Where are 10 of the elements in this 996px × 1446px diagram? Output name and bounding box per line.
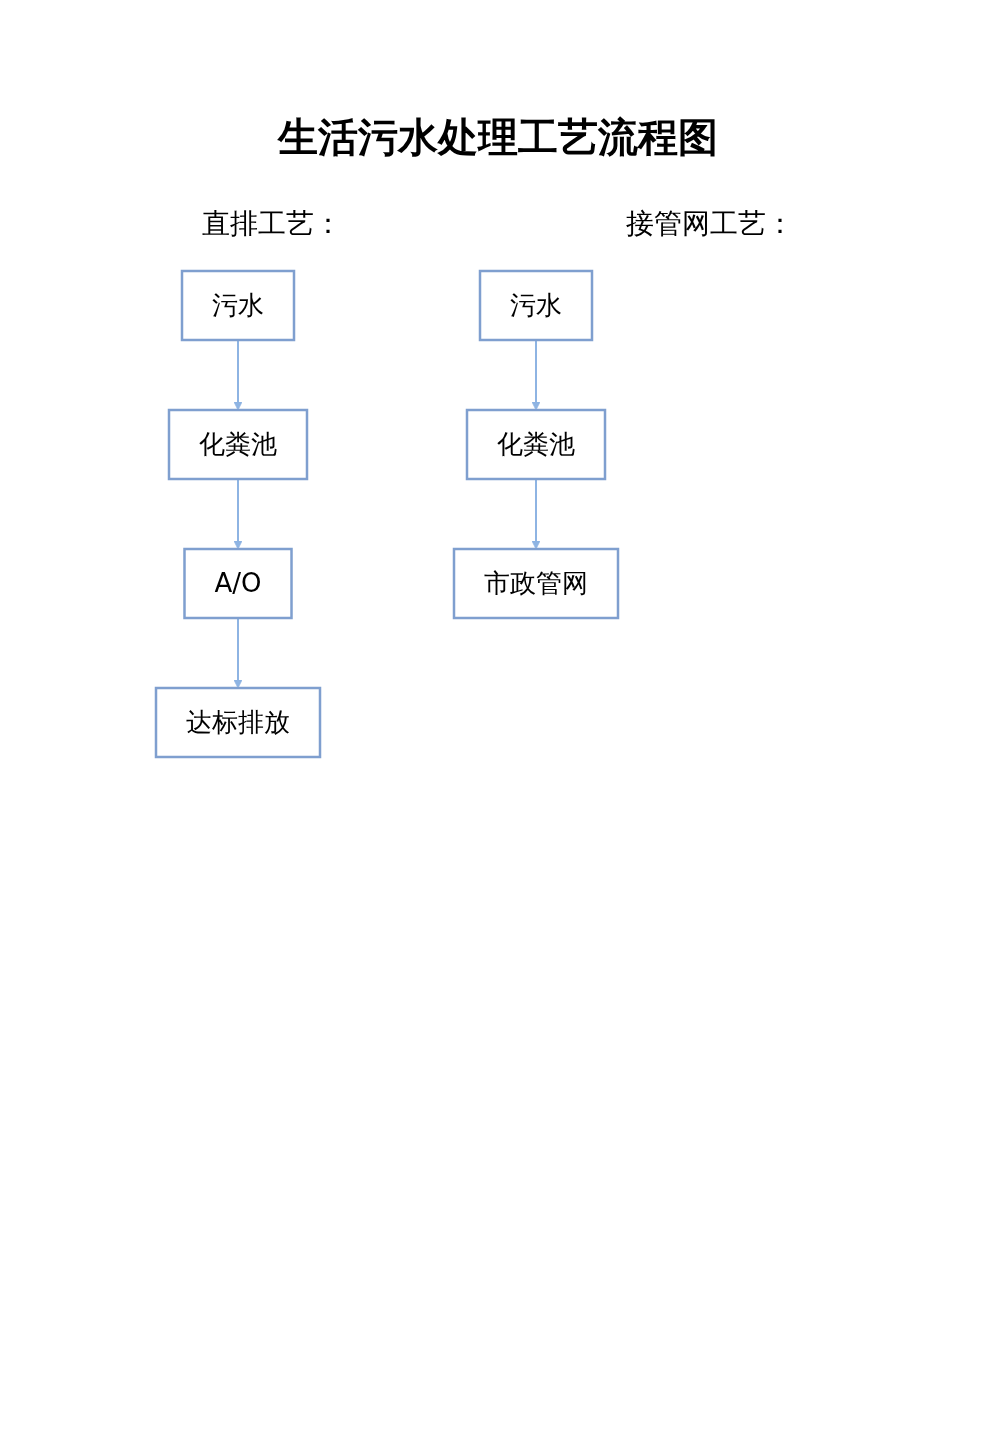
node-box: 污水 [180, 269, 296, 342]
section-heading: 直排工艺： [202, 206, 342, 242]
node-box: 化粪池 [465, 408, 607, 481]
node-box: 污水 [478, 269, 594, 342]
node-box: 市政管网 [452, 547, 620, 620]
section-heading: 接管网工艺： [626, 206, 794, 242]
node-box: A/O [183, 547, 293, 620]
node-box: 达标排放 [154, 686, 322, 759]
node-box: 化粪池 [167, 408, 309, 481]
diagram-title: 生活污水处理工艺流程图 [276, 113, 719, 162]
